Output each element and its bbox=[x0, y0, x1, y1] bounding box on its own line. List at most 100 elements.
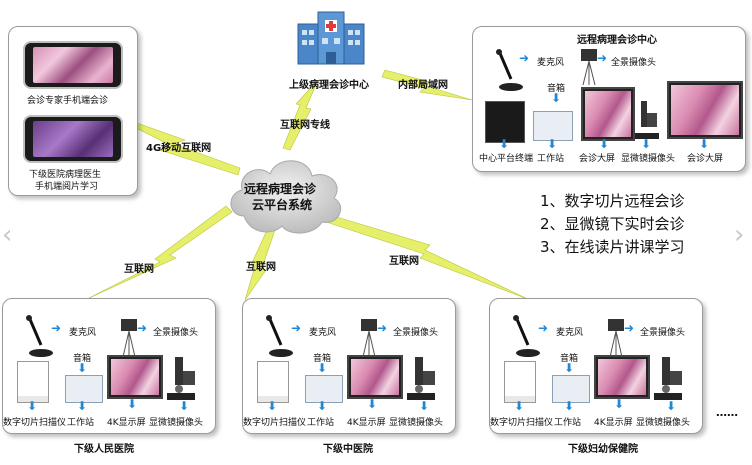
item-scanner: 数字切片扫描仪 bbox=[243, 418, 307, 428]
doctor-label-line1: 下级医院病理医生 bbox=[29, 170, 102, 180]
link-label-mobile: 4G移动互联网 bbox=[146, 143, 212, 154]
arrow-item-4: ⬇ bbox=[641, 137, 652, 151]
arrow-item-1: ⬇ bbox=[514, 399, 525, 413]
link-label-lan: 内部局域网 bbox=[398, 80, 448, 91]
arrow-speaker: ⬇ bbox=[564, 361, 575, 375]
workstation-device bbox=[533, 111, 573, 141]
link-label-dedicated: 互联网专线 bbox=[280, 120, 330, 131]
doctor-phone bbox=[23, 115, 123, 163]
item-4k-display: 4K显示屏 bbox=[107, 418, 146, 428]
arrow-speaker: ⬇ bbox=[317, 361, 328, 375]
consult-screen-1 bbox=[581, 87, 635, 141]
item-workstation: 工作站 bbox=[554, 418, 582, 428]
mic-label: 麦克风 bbox=[556, 328, 584, 338]
4k-display bbox=[594, 355, 650, 399]
microphone-icon bbox=[26, 315, 53, 357]
arrow-item-4: ⬇ bbox=[179, 399, 190, 413]
cloud-title: 远程病理会诊 bbox=[244, 182, 317, 196]
microscope-icon bbox=[635, 101, 659, 139]
hospital-box-3: ➜ 麦克风 ➜ 全景摄像头 音箱 ⬇ ⬇ ⬇ ⬇ ⬇ 数字切片扫描仪 工作站 4… bbox=[489, 298, 703, 434]
feature-3: 3、在线读片讲课学习 bbox=[540, 238, 685, 256]
hospital-name-3: 下级妇幼保健院 bbox=[568, 444, 638, 455]
doctor-label-line2: 手机端阅片学习 bbox=[35, 182, 99, 192]
camera-label: 全景摄像头 bbox=[640, 328, 686, 338]
bolt-lan bbox=[381, 69, 473, 101]
arrow-item-5: ⬇ bbox=[699, 137, 710, 151]
hospital-building-icon bbox=[292, 8, 370, 68]
microscope-icon bbox=[654, 357, 682, 400]
bolt-left bbox=[84, 205, 233, 301]
item-4k-display: 4K显示屏 bbox=[594, 418, 633, 428]
cloud-platform: 远程病理会诊 云平台系统 bbox=[224, 150, 348, 238]
speaker-label: 音箱 bbox=[73, 354, 92, 364]
link-label-left: 互联网 bbox=[124, 264, 154, 275]
prev-arrow-icon[interactable]: ‹ bbox=[2, 220, 13, 250]
bolt-dedicated bbox=[282, 79, 319, 151]
bolt-right bbox=[325, 214, 531, 301]
workstation-device bbox=[552, 375, 590, 403]
arrow-mic: ➜ bbox=[538, 321, 549, 335]
slide-scanner-device bbox=[257, 361, 289, 403]
workstation-device bbox=[65, 375, 103, 403]
center-item-terminal: 中心平台终端 bbox=[479, 154, 534, 164]
item-scanner: 数字切片扫描仪 bbox=[3, 418, 67, 428]
next-arrow-icon[interactable]: › bbox=[734, 220, 745, 250]
arrow-item-3: ⬇ bbox=[127, 397, 138, 411]
item-microscope-camera: 显微镜摄像头 bbox=[389, 418, 444, 428]
item-scanner: 数字切片扫描仪 bbox=[490, 418, 554, 428]
bolt-middle bbox=[244, 227, 276, 301]
arrow-camera: ➜ bbox=[137, 321, 148, 335]
microscope-icon bbox=[407, 357, 435, 400]
mic-label: 麦克风 bbox=[69, 328, 97, 338]
top-center-label: 上级病理会诊中心 bbox=[289, 80, 369, 91]
panoramic-camera-icon bbox=[361, 319, 377, 358]
arrow-item-1: ⬇ bbox=[267, 399, 278, 413]
microphone-icon bbox=[513, 315, 540, 357]
cloud-icon bbox=[230, 160, 342, 234]
4k-display bbox=[107, 355, 163, 399]
arrow-camera: ➜ bbox=[377, 321, 388, 335]
terminal-device bbox=[485, 101, 525, 143]
speaker-label: 音箱 bbox=[313, 354, 332, 364]
arrow-item-2: ⬇ bbox=[77, 399, 88, 413]
center-speaker-label: 音箱 bbox=[547, 84, 566, 94]
arrow-camera: ➜ bbox=[597, 51, 608, 65]
item-workstation: 工作站 bbox=[307, 418, 335, 428]
center-item-screen-1: 会诊大屏 bbox=[579, 154, 616, 164]
arrow-item-2: ⬇ bbox=[547, 137, 558, 151]
expert-phone bbox=[23, 41, 123, 89]
speaker-label: 音箱 bbox=[560, 354, 579, 364]
arrow-item-4: ⬇ bbox=[419, 399, 430, 413]
item-4k-display: 4K显示屏 bbox=[347, 418, 386, 428]
center-title: 远程病理会诊中心 bbox=[577, 35, 657, 46]
4k-display bbox=[347, 355, 403, 399]
consult-screen-2 bbox=[667, 81, 743, 139]
arrow-item-1: ⬇ bbox=[499, 137, 510, 151]
item-microscope-camera: 显微镜摄像头 bbox=[636, 418, 691, 428]
camera-label: 全景摄像头 bbox=[393, 328, 439, 338]
hospital-box-2: ➜ 麦克风 ➜ 全景摄像头 音箱 ⬇ ⬇ ⬇ ⬇ ⬇ 数字切片扫描仪 工作站 4… bbox=[242, 298, 456, 434]
mic-label: 麦克风 bbox=[309, 328, 337, 338]
center-item-screen-2: 会诊大屏 bbox=[687, 154, 724, 164]
feature-1: 1、数字切片远程会诊 bbox=[540, 192, 685, 210]
expert-label: 会诊专家手机端会诊 bbox=[27, 96, 109, 106]
arrow-item-3: ⬇ bbox=[367, 397, 378, 411]
center-camera-label: 全景摄像头 bbox=[611, 58, 657, 68]
panoramic-camera-icon bbox=[608, 319, 624, 358]
arrow-item-2: ⬇ bbox=[564, 399, 575, 413]
hospital-name-2: 下级中医院 bbox=[323, 444, 373, 455]
arrow-item-1: ⬇ bbox=[27, 399, 38, 413]
arrow-speaker: ⬇ bbox=[551, 91, 562, 105]
slide-scanner-device bbox=[17, 361, 49, 403]
hospital-box-1: ➜ 麦克风 ➜ 全景摄像头 音箱 ⬇ ⬇ ⬇ ⬇ ⬇ 数字切片扫描仪 工作站 4… bbox=[2, 298, 216, 434]
mobile-box: 会诊专家手机端会诊 下级医院病理医生 手机端阅片学习 bbox=[8, 26, 138, 196]
link-label-right: 互联网 bbox=[389, 256, 419, 267]
arrow-camera: ➜ bbox=[624, 321, 635, 335]
item-microscope-camera: 显微镜摄像头 bbox=[149, 418, 204, 428]
cloud-subtitle: 云平台系统 bbox=[252, 198, 313, 212]
arrow-item-2: ⬇ bbox=[317, 399, 328, 413]
center-item-workstation: 工作站 bbox=[537, 154, 565, 164]
microphone-icon bbox=[266, 315, 293, 357]
workstation-device bbox=[305, 375, 343, 403]
item-workstation: 工作站 bbox=[67, 418, 95, 428]
